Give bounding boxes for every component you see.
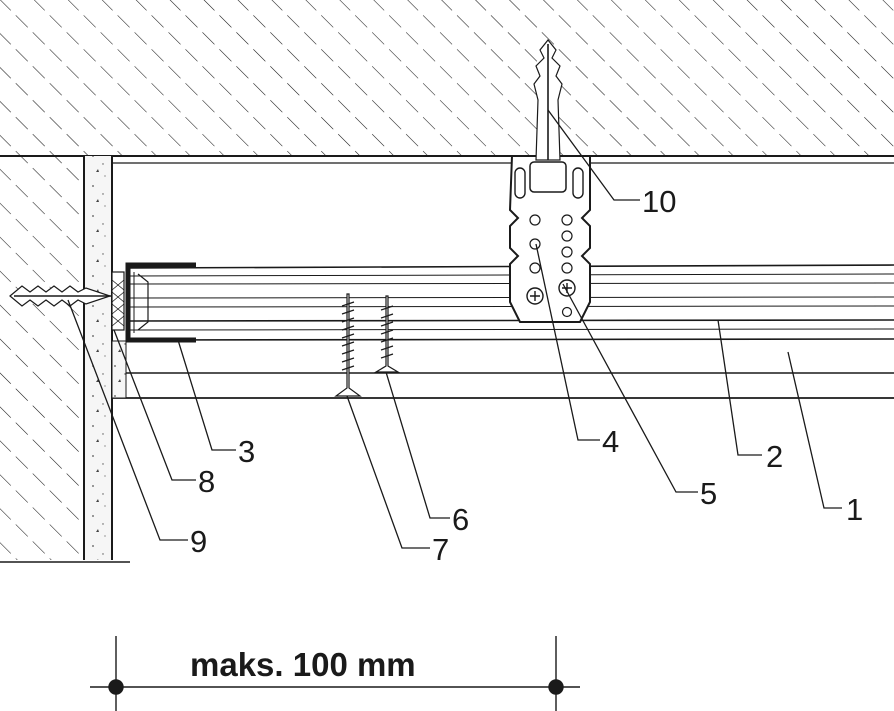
ceiling-board (111, 162, 894, 399)
callout-5: 5 (700, 476, 717, 511)
wall-anchor (9, 285, 112, 307)
main-profile (129, 264, 894, 341)
sealing-tape-pattern (111, 279, 125, 327)
callout-10: 10 (642, 184, 676, 219)
callout-4: 4 (602, 424, 619, 459)
callout-7: 7 (432, 532, 449, 567)
direct-hanger (508, 155, 591, 323)
ceiling-anchor (533, 39, 563, 161)
sealing-tape (111, 271, 125, 331)
callout-3: 3 (238, 434, 255, 469)
callout-6: 6 (452, 502, 469, 537)
dimension-line (90, 636, 580, 711)
edge-profile (125, 262, 196, 343)
callout-1: 1 (846, 492, 863, 527)
wall (0, 156, 130, 563)
callout-8: 8 (198, 464, 215, 499)
screw-6 (373, 295, 401, 373)
callout-9: 9 (190, 524, 207, 559)
screw-7 (334, 293, 362, 397)
leader-lines (67, 109, 842, 549)
callout-2: 2 (766, 439, 783, 474)
ceiling-slab (0, 0, 894, 157)
dimension-label: maks. 100 mm (190, 646, 416, 683)
